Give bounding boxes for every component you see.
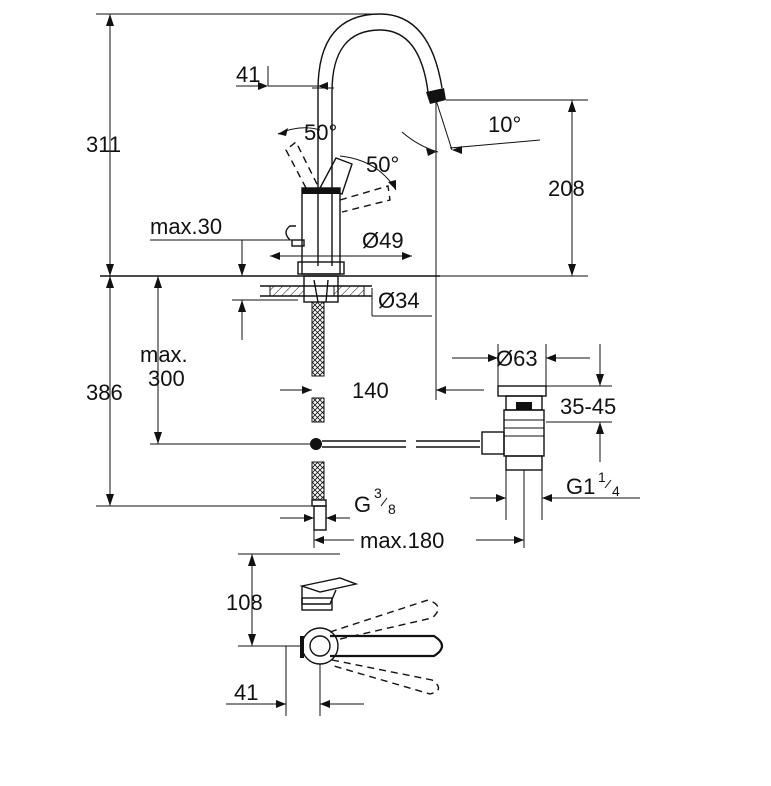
label-waste-thread-den: 4 [612,483,620,499]
label-lever-angle-1: 50° [304,120,337,145]
dim-spout-offset: 41 [236,62,328,90]
dim-lever-offset: 41 [226,646,364,716]
label-spout-height: 208 [548,176,585,201]
label-waste-range: 35-45 [560,394,616,419]
label-lever-height: 108 [226,590,263,615]
dim-below-height: 386 [86,276,312,507]
dim-waste-range: 35-45 [546,344,616,462]
label-waste-thread-num: 1 [598,469,606,485]
faucet-top-view [286,577,444,695]
dim-base-diameter: Ø49 [270,228,412,260]
dim-spout-angle: 10° [401,99,541,400]
label-base-diameter: Ø49 [362,228,404,253]
dim-waste-diameter: Ø63 [452,344,590,386]
pull-rod [310,438,480,450]
label-max-hose-1: max. [140,342,188,367]
dim-hose-thread: G 3 8 [280,485,396,522]
dim-spout-height: 208 [440,99,588,277]
label-spout-angle: 10° [488,112,521,137]
dim-waste-thread: G1 1 4 [470,469,640,520]
label-max-width: max.180 [360,528,444,553]
dim-max-width: max.180 [313,470,525,553]
label-hole-diameter: Ø34 [378,288,420,313]
dim-lever-angles: 50° 50° [277,120,399,191]
label-spout-offset: 41 [236,62,260,87]
faucet-body [100,13,446,531]
label-projection: 140 [352,378,389,403]
dim-hole-diameter: Ø34 [336,288,432,317]
label-waste-thread: G1 [566,474,595,499]
dim-max-thickness: max.30 [150,214,298,340]
label-hose-thread-den: 8 [388,501,396,517]
label-max-thickness: max.30 [150,214,222,239]
dim-max-hose: max. 300 [140,276,312,445]
label-waste-diameter: Ø63 [496,346,538,371]
label-below-height: 386 [86,380,123,405]
waste-valve [481,385,547,471]
label-lever-angle-2: 50° [366,152,399,177]
dim-projection: 140 [280,378,484,403]
label-hose-thread-num: 3 [374,485,382,501]
dim-total-height: 311 [86,13,380,276]
label-lever-offset: 41 [234,680,258,705]
label-total-height: 311 [86,132,121,157]
label-max-hose-2: 300 [148,366,185,391]
dim-lever-height: 108 [226,553,340,647]
label-hose-thread: G [354,492,371,517]
